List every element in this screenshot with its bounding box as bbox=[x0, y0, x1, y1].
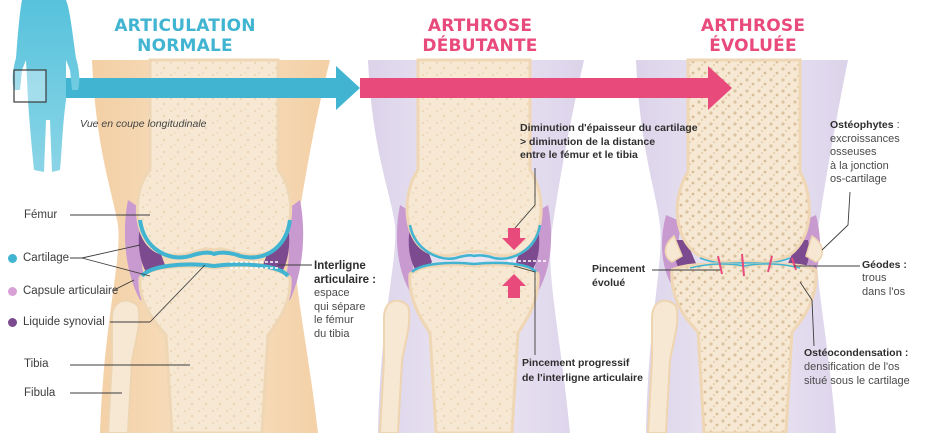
osteophyte-top-left bbox=[664, 234, 683, 263]
pincement-evolue-annotation: Pincement évolué bbox=[592, 262, 645, 290]
leader-diminution bbox=[514, 168, 536, 229]
diminution-annotation: Diminution d'épaisseur du cartilage > di… bbox=[520, 122, 698, 163]
label-cartilage: Cartilage bbox=[8, 251, 69, 265]
arrow-up-icon bbox=[502, 274, 526, 298]
capsule-color-dot bbox=[8, 286, 17, 296]
leader-cartilage-2 bbox=[81, 257, 151, 277]
geodes-title: Géodes : bbox=[862, 259, 907, 271]
fibula-debutante bbox=[378, 299, 411, 433]
stage-title-normal: ARTICULATION NORMALE bbox=[100, 16, 270, 56]
interligne-title-2: articulaire : bbox=[314, 274, 376, 286]
tibia-debutante bbox=[408, 263, 540, 433]
arrow-down-icon bbox=[502, 228, 526, 250]
interligne-title-1: Interligne bbox=[314, 260, 366, 272]
liquide-color-dot bbox=[8, 317, 17, 327]
diminution-line-2: > diminution de la distance bbox=[520, 135, 656, 148]
osteocondensation-title: Ostéocondensation : bbox=[804, 347, 909, 359]
stage-title-debutante: ARTHROSE DÉBUTANTE bbox=[405, 16, 555, 56]
osteocondensation-desc-1: densification de l'os bbox=[804, 361, 900, 373]
stage-title-evoluee-line1: ARTHROSE bbox=[700, 16, 806, 36]
label-femur: Fémur bbox=[24, 209, 58, 221]
osteophytes-suffix: : bbox=[893, 119, 900, 131]
pincement-evolue-line-2: évolué bbox=[592, 277, 626, 289]
osteophytes-desc-3: à la jonction bbox=[830, 159, 889, 172]
body-silhouette bbox=[12, 0, 80, 172]
panel-debutante bbox=[368, 58, 584, 433]
label-capsule-text: Capsule articulaire bbox=[23, 285, 119, 297]
osteophytes-title: Ostéophytes bbox=[830, 119, 894, 131]
osteophytes-desc-1: excroissances bbox=[830, 132, 900, 145]
stage-title-normal-line2: NORMALE bbox=[137, 36, 233, 56]
tibia-cartilage-debutante bbox=[411, 261, 537, 273]
geodes-annotation: Géodes : trous dans l'os bbox=[862, 258, 907, 299]
leader-capsule bbox=[113, 279, 135, 291]
osteocondensation-desc-2: situé sous le cartilage bbox=[804, 375, 910, 387]
leader-lines bbox=[70, 168, 860, 394]
femur-debutante bbox=[405, 58, 543, 258]
osteophytes-annotation: Ostéophytes : excroissances osseuses à l… bbox=[830, 118, 900, 187]
diminution-line-1: Diminution d'épaisseur du cartilage bbox=[520, 122, 698, 134]
osteocondensation-annotation: Ostéocondensation : densification de l'o… bbox=[804, 346, 910, 388]
geode-crack-2 bbox=[741, 253, 745, 277]
label-liquide: Liquide synovial bbox=[8, 315, 105, 329]
leader-osteophytes bbox=[821, 191, 851, 251]
osteophytes-desc-2: osseuses bbox=[830, 146, 877, 158]
label-cartilage-text: Cartilage bbox=[23, 252, 70, 264]
interligne-desc-1: espace bbox=[314, 287, 350, 299]
leader-pincement-progressif bbox=[513, 265, 536, 355]
interligne-desc-3: le fémur bbox=[314, 314, 354, 326]
geode-crack-3 bbox=[767, 255, 773, 273]
fibula-evoluee bbox=[646, 299, 679, 433]
femur-cartilage-normal bbox=[138, 219, 292, 260]
pincement-progressif-line-1: Pincement progressif bbox=[522, 357, 630, 369]
stage-title-debutante-line1: ARTHROSE bbox=[427, 16, 533, 36]
osteophyte-top-right bbox=[805, 234, 824, 263]
view-label: Vue en coupe longitudinale bbox=[80, 118, 207, 130]
femur-cartilage-debutante bbox=[408, 224, 542, 260]
leader-liquide-2 bbox=[149, 264, 206, 323]
osteophytes-desc-4: os-cartilage bbox=[830, 173, 887, 185]
progress-arrow-blue bbox=[48, 66, 360, 110]
stage-title-evoluee: ARTHROSE ÉVOLUÉE bbox=[678, 16, 828, 56]
tibia-cartilage-normal bbox=[140, 262, 290, 278]
osteophytes-title-row: Ostéophytes : bbox=[830, 118, 900, 133]
interligne-annotation: Interligne articulaire : espace qui sépa… bbox=[314, 259, 376, 341]
tibia-normal bbox=[138, 264, 292, 433]
cartilage-color-dot bbox=[8, 253, 17, 263]
label-tibia: Tibia bbox=[24, 358, 49, 370]
pincement-progressif-line-2: de l'interligne articulaire bbox=[522, 372, 643, 384]
leader-osteocondensation bbox=[799, 281, 815, 347]
panel-evoluee bbox=[636, 58, 848, 433]
label-fibula: Fibula bbox=[24, 387, 56, 399]
femur-cartilage-evoluee bbox=[699, 257, 791, 264]
geode-crack-1 bbox=[717, 255, 723, 275]
label-capsule: Capsule articulaire bbox=[8, 284, 118, 298]
geodes-desc-2: dans l'os bbox=[862, 285, 906, 298]
interligne-desc-2: qui sépare bbox=[314, 300, 366, 313]
geode-crack-4 bbox=[791, 257, 797, 271]
progress-arrow-pink bbox=[360, 66, 732, 110]
stage-title-normal-line1: ARTICULATION bbox=[114, 16, 256, 36]
diminution-line-3: entre le fémur et le tibia bbox=[520, 149, 638, 161]
label-liquide-text: Liquide synovial bbox=[23, 316, 105, 328]
pincement-evolue-line-1: Pincement bbox=[592, 263, 646, 275]
interligne-desc-4: du tibia bbox=[314, 327, 350, 340]
geodes-desc-1: trous bbox=[862, 272, 887, 284]
panel-normal bbox=[92, 58, 330, 433]
stage-title-debutante-line2: DÉBUTANTE bbox=[422, 36, 538, 56]
pincement-progressif-annotation: Pincement progressif de l'interligne art… bbox=[522, 356, 643, 386]
knee-highlight-frame bbox=[13, 69, 47, 103]
fibula-normal bbox=[106, 299, 141, 433]
stage-title-evoluee-line2: ÉVOLUÉE bbox=[709, 36, 797, 56]
